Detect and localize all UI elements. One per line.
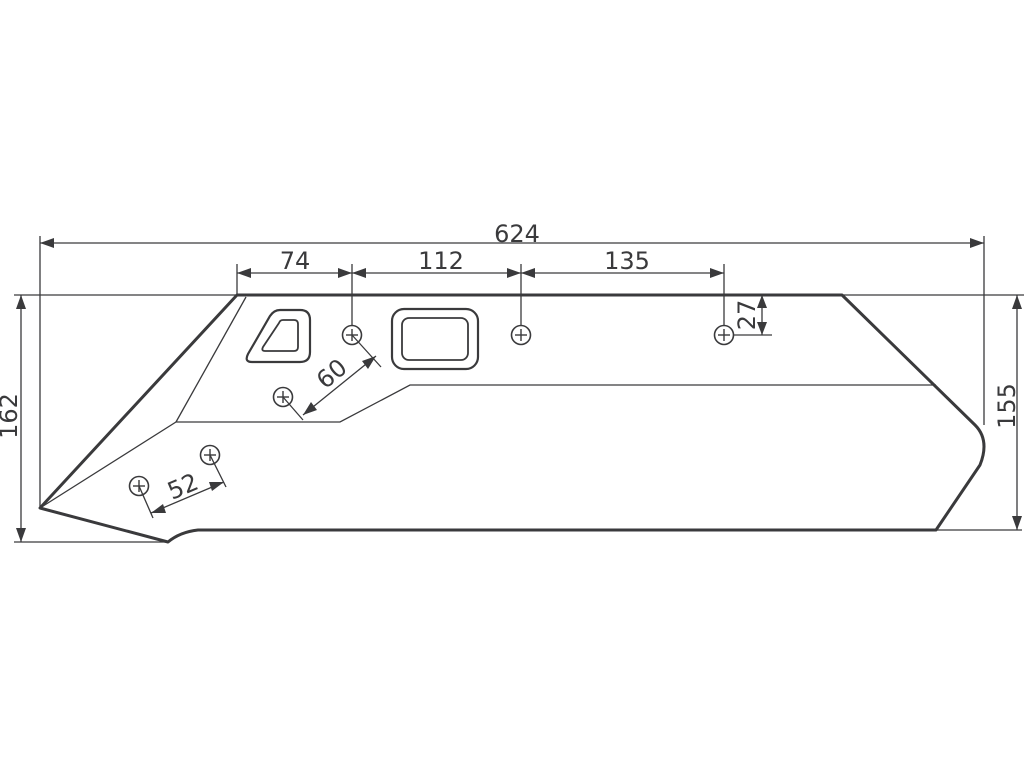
dimension-label: 162 [0,393,23,439]
dimension-label: 60 [311,353,352,394]
dimension-label: 52 [163,468,202,506]
dimension-hole-spacing-3 [521,268,724,278]
dimension-label: 112 [418,247,464,275]
dimension-height-right [1012,295,1022,530]
slot-rectangle [390,307,480,371]
bolt-hole [510,324,532,346]
dimension-label: 155 [993,383,1021,429]
dimension-hole-offset-top [757,295,767,335]
dimension-label: 624 [494,220,540,248]
dimension-height-left [16,295,26,542]
upper-bevel-line [39,384,936,509]
dimension-diagonal-lower [138,454,227,519]
dimension-hole-spacing-1 [237,268,352,278]
dimension-hole-spacing-2 [352,268,521,278]
dimension-label: 74 [280,247,311,275]
dimension-label: 135 [604,247,650,275]
dimension-overall-length [40,238,984,248]
dimension-label: 27 [733,300,761,331]
blade-outline [38,293,986,544]
slot-trapezoid [245,308,312,364]
dimension-diagonal-upper [282,334,382,421]
left-bevel-line [175,296,247,423]
bolt-hole [713,324,735,346]
